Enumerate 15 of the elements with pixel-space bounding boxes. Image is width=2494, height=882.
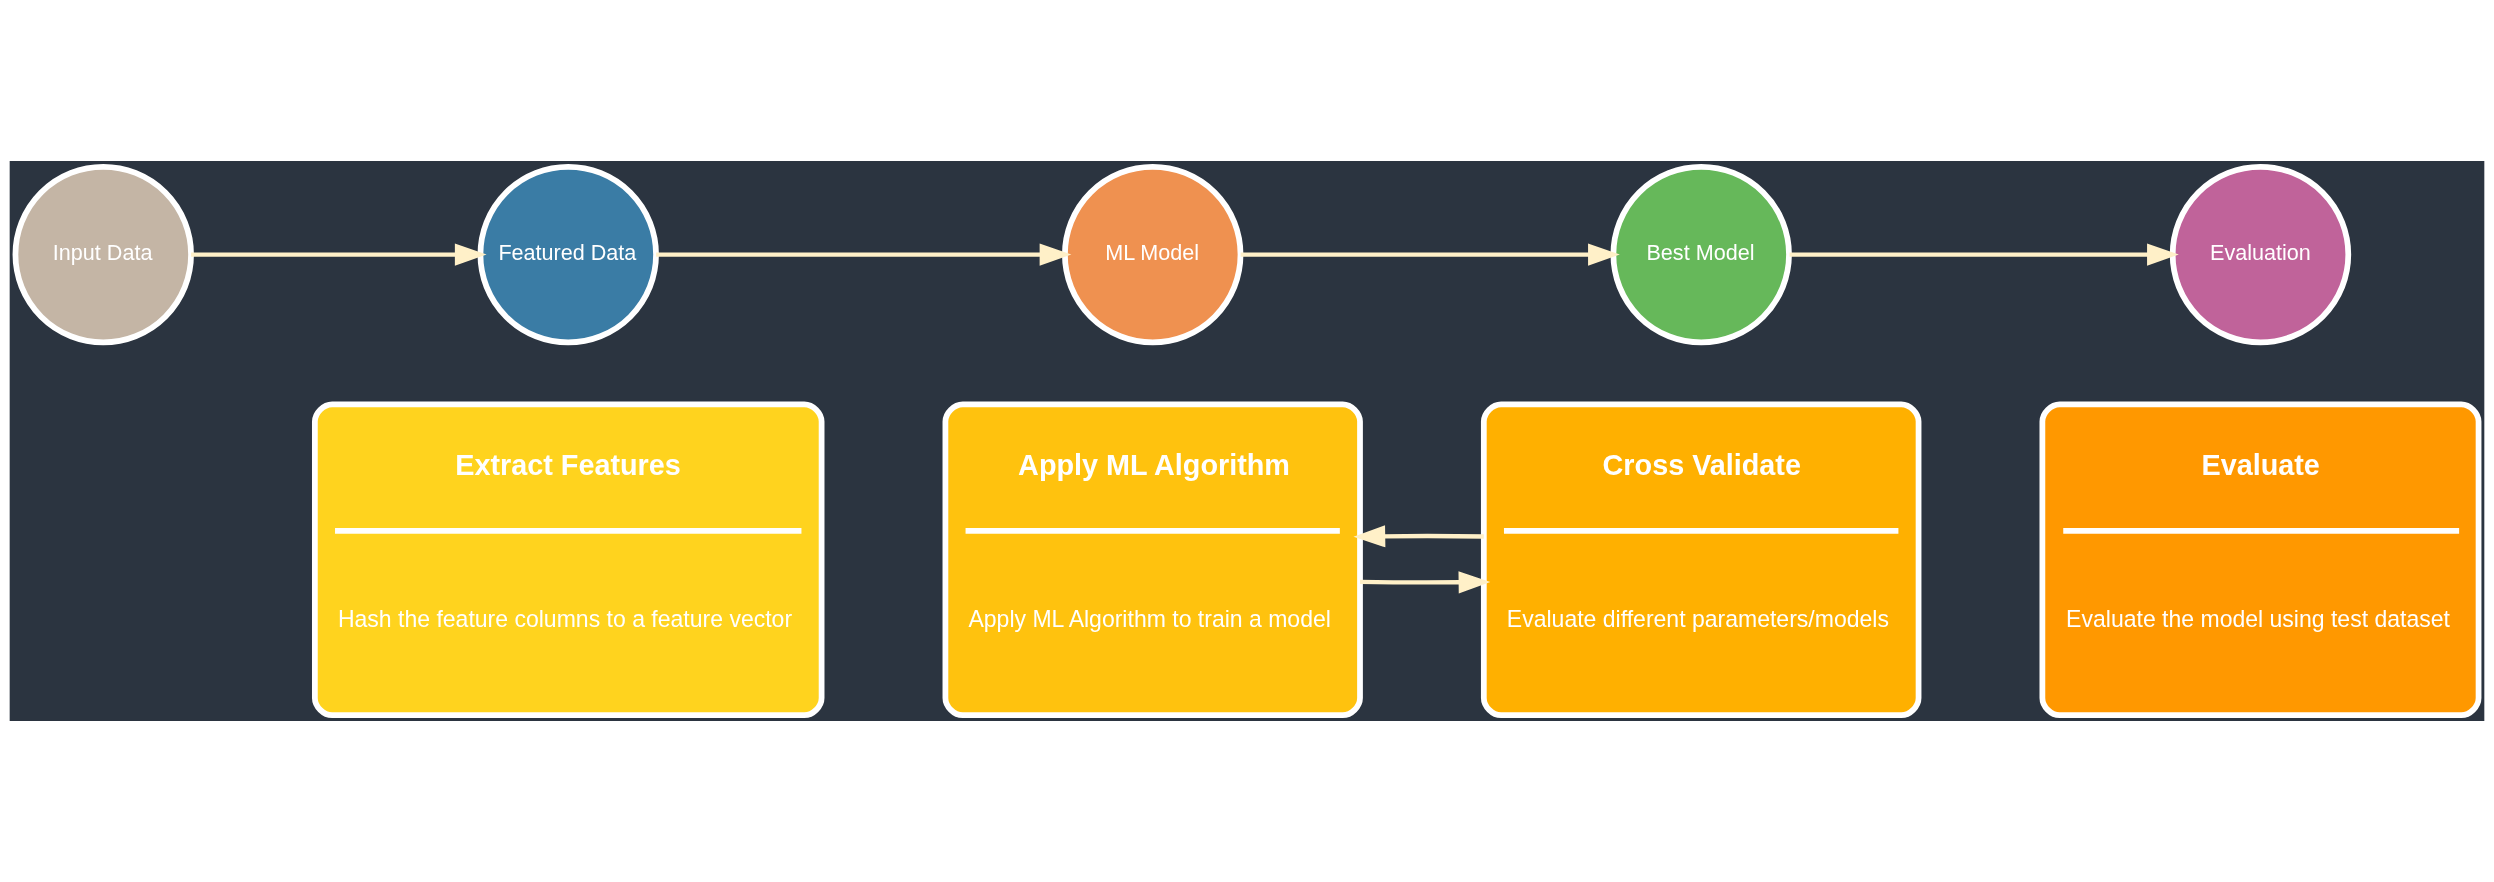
arrow — [1789, 243, 2179, 266]
arrow — [1360, 571, 1491, 594]
arrow — [656, 243, 1072, 266]
node-box: Apply ML Algorithm Apply ML Algorithm to train a model — [942, 401, 1363, 719]
node-circle: Input Data — [12, 163, 194, 346]
node-circle: Featured Data — [477, 163, 659, 346]
node-circle: Evaluation — [2169, 163, 2352, 346]
node-circle: ML Model — [1062, 163, 1244, 346]
node-box: Evaluate Evaluate the model using test dataset — [2039, 401, 2482, 719]
node-circle: Best Model — [1610, 163, 1792, 346]
node-box: Extract Features Hash the feature columns to a feature vector — [312, 401, 825, 719]
arrow — [1240, 243, 1620, 266]
arrow — [191, 243, 487, 266]
node-box: Cross Validate Evaluate different parameters/models — [1480, 401, 1922, 719]
arrow — [1353, 525, 1484, 548]
